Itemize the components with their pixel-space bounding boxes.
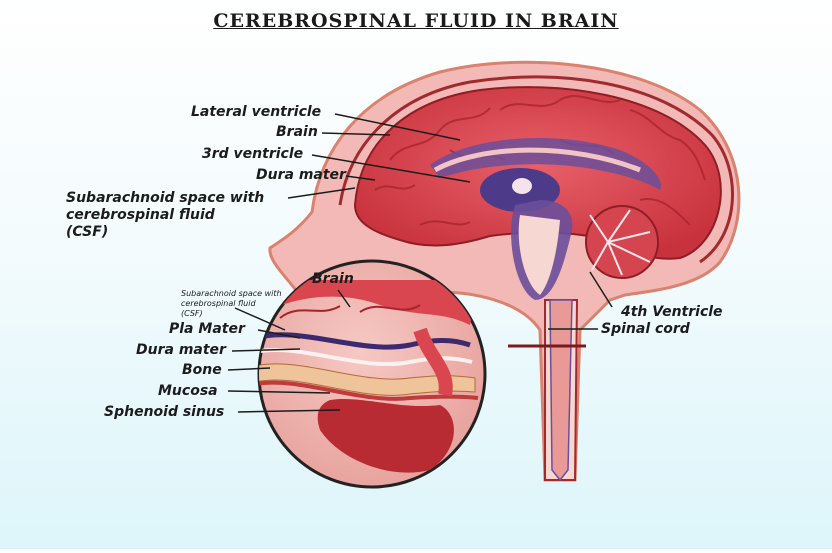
brainstem-core bbox=[518, 215, 560, 295]
label-subarachnoid-csf: Subarachnoid space with cerebrospinal fl… bbox=[66, 190, 265, 240]
label-spinal-cord: Spinal cord bbox=[601, 321, 690, 337]
inset-mucosa bbox=[259, 380, 479, 401]
label-mucosa: Mucosa bbox=[158, 383, 218, 399]
inset-brain bbox=[259, 280, 480, 325]
label-inset-subarachnoid: Subarachnoid space with cerebrospinal fl… bbox=[181, 289, 282, 318]
label-pia-mater: Pla Mater bbox=[169, 321, 245, 337]
leader-lines bbox=[227, 113, 613, 413]
cerebellum bbox=[585, 205, 659, 279]
label-dura-mater-top: Dura mater bbox=[256, 167, 346, 183]
inset-sphenoid-sinus bbox=[317, 398, 454, 473]
label-fourth-ventricle: 4th Ventricle bbox=[621, 304, 723, 320]
spinal-cord-shape bbox=[549, 299, 573, 482]
inset-bone bbox=[259, 363, 476, 396]
inset-dura-layer bbox=[259, 347, 473, 367]
label-third-ventricle: 3rd ventricle bbox=[202, 146, 304, 162]
thalamus bbox=[512, 178, 532, 194]
inset-pia-layer bbox=[259, 332, 471, 350]
label-lateral-ventricle: Lateral ventricle bbox=[191, 104, 322, 120]
label-inset-brain: Brain bbox=[312, 271, 354, 287]
inset-fold bbox=[413, 327, 453, 397]
corpus-callosum bbox=[433, 147, 641, 173]
label-dura-mater-inset: Dura mater bbox=[136, 342, 226, 358]
label-bone: Bone bbox=[182, 362, 222, 378]
inset-brain-folds bbox=[279, 304, 421, 319]
label-sphenoid-sinus: Sphenoid sinus bbox=[104, 404, 225, 420]
cerebellum-arbor bbox=[589, 209, 651, 276]
label-brain: Brain bbox=[276, 124, 318, 140]
diagram-title: CEREBROSPINAL FLUID IN BRAIN bbox=[213, 10, 619, 32]
